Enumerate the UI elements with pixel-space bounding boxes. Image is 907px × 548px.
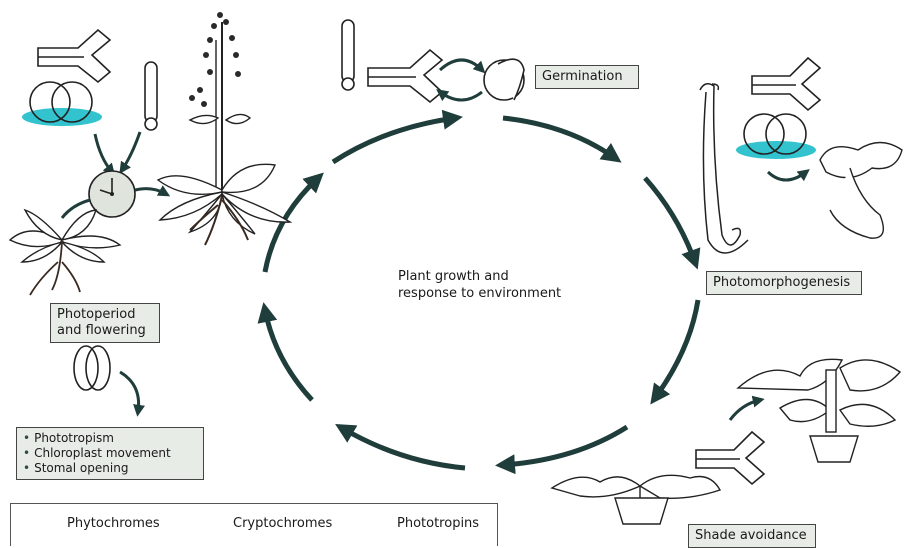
cycle-arrow-5 — [495, 424, 629, 475]
rosette-plant-icon — [8, 208, 122, 296]
shade-avoidance-label: Shade avoidance — [688, 524, 816, 548]
arrow-loop-bottom — [436, 89, 483, 102]
phytochrome-icon — [37, 28, 112, 84]
cryptochrome-icon — [22, 81, 102, 126]
seed-icon — [483, 58, 525, 101]
shade-plant-tall-icon — [736, 358, 902, 463]
response-chloroplast-movement: Chloroplast movement — [23, 446, 197, 461]
arrow-to-clock-2 — [119, 131, 142, 174]
legend-phototropins: Phototropins — [397, 516, 480, 531]
photoperiod-label-line1: Photoperiod — [57, 307, 136, 322]
response-stomal-opening: Stomal opening — [23, 461, 197, 476]
photomorphogenesis-label: Photomorphogenesis — [706, 271, 862, 295]
photoperiod-label: Photoperiod and flowering — [50, 303, 160, 343]
flowering-plant-icon — [156, 12, 293, 246]
photoperiod-label-line2: and flowering — [57, 323, 146, 338]
legend-cryptochromes: Cryptochromes — [233, 516, 333, 531]
arrow-clock-to-plant — [134, 185, 171, 197]
arrow-shade — [728, 395, 765, 421]
thermometer-top-icon — [341, 19, 355, 91]
center-label-line1: Plant growth and — [398, 269, 509, 284]
legend-phytochromes: Phytochromes — [67, 516, 160, 531]
phytochrome-shade-icon — [695, 430, 766, 486]
arrow-loop-top — [438, 58, 486, 74]
cryptochrome-right-icon — [736, 113, 816, 159]
cycle-arrow-3 — [643, 176, 701, 270]
legend: Phytochromes Cryptochromes Phototropins — [10, 503, 498, 546]
clock-icon — [88, 170, 136, 218]
phototropin-icon — [73, 345, 111, 391]
cycle-arrow-7 — [257, 302, 314, 402]
arrow-to-clock-1 — [93, 133, 116, 176]
shade-plant-small-icon — [550, 474, 722, 525]
center-label: Plant growth and response to environment — [398, 268, 561, 302]
phytochrome-top-icon — [367, 48, 444, 104]
cycle-arrow-8 — [262, 172, 324, 273]
center-label-line2: response to environment — [398, 286, 562, 301]
cycle-arrow-6 — [335, 423, 466, 471]
phytochrome-right-icon — [751, 56, 822, 112]
deetiolated-seedling-icon — [819, 141, 903, 239]
response-phototropism: Phototropism — [23, 431, 197, 446]
thermometer-icon — [144, 61, 158, 131]
cycle-arrow-1 — [331, 109, 463, 165]
cycle-arrow-2 — [502, 115, 622, 163]
arrow-to-deetiolated — [766, 169, 810, 182]
arrow-phototropin — [119, 370, 145, 417]
cycle-arrow-4 — [650, 299, 701, 405]
cycle-arrows — [257, 109, 701, 475]
etiolated-seedling-icon — [699, 83, 749, 254]
arrow-clock-to-rosette — [60, 198, 91, 219]
germination-label: Germination — [535, 65, 639, 89]
phototropin-responses: Phototropism Chloroplast movement Stomal… — [16, 427, 204, 480]
